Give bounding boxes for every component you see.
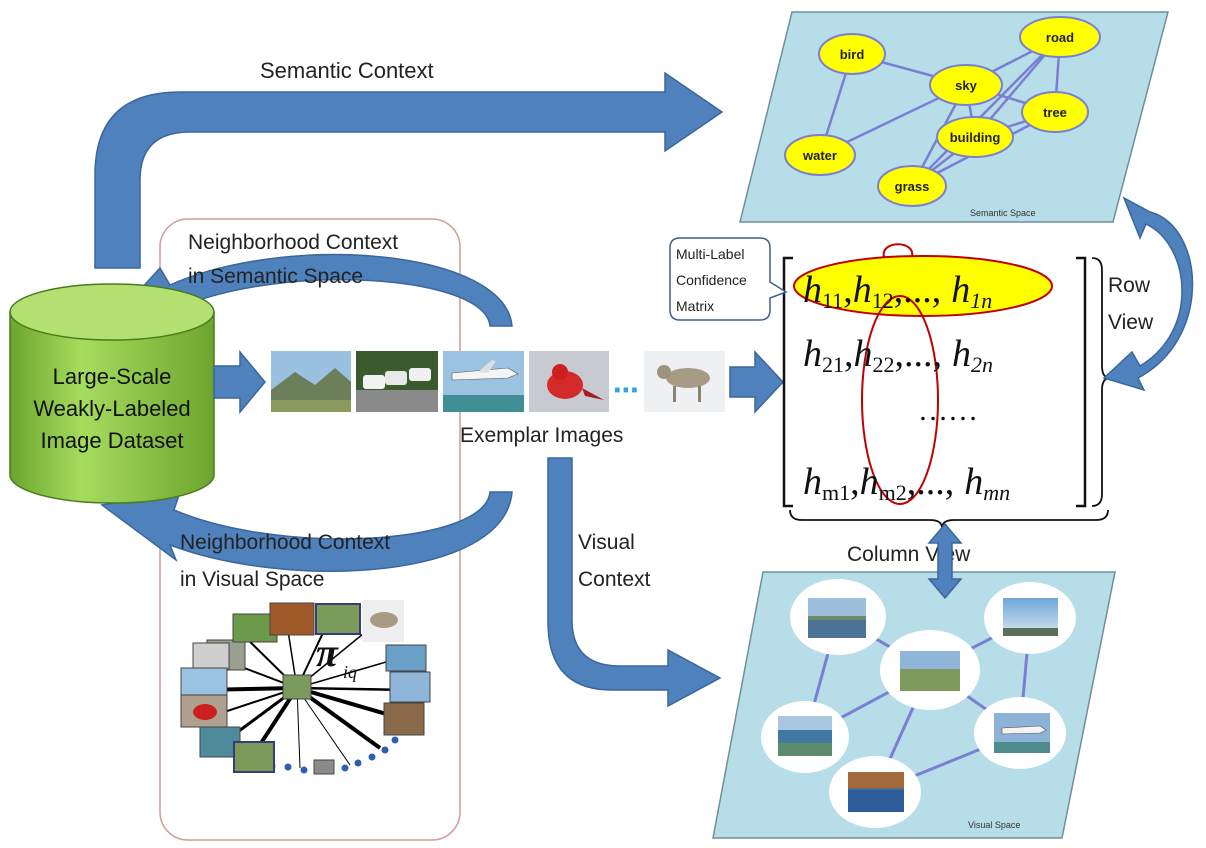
dataset-label-line1: Large-Scale: [53, 364, 172, 389]
neighborhood-semantic-label-line1: Neighborhood Context: [188, 231, 398, 254]
visual-space-panel: Visual Space: [712, 571, 1116, 839]
node-label-building: building: [950, 130, 1001, 145]
visual-node-shore: [761, 701, 849, 773]
matrix-row-2: h21,h22,...,h2n: [803, 333, 993, 377]
matrix-row-ellipsis: ……: [918, 394, 978, 427]
pi-symbol: π: [316, 630, 339, 675]
matrix-row-1: h11,h12,...,h1n: [803, 269, 992, 313]
exemplars-to-matrix-arrow: [729, 350, 785, 414]
semantic-node-water: water: [784, 134, 856, 176]
row-view-arrow: [1102, 196, 1194, 392]
neighborhood-visual-label-line1: Neighborhood Context: [180, 531, 390, 554]
semantic-node-grass: grass: [877, 165, 947, 207]
semantic-node-tree: tree: [1021, 91, 1089, 133]
node-label-sky: sky: [955, 78, 977, 93]
visual-node-lake: [790, 579, 886, 655]
semantic-node-sky: sky: [929, 64, 1003, 106]
row-view-label-line2: View: [1108, 311, 1154, 334]
node-label-water: water: [802, 148, 837, 163]
node-label-grass: grass: [895, 179, 930, 194]
matrix-right-bracket: [1076, 256, 1087, 508]
semantic-space-caption: Semantic Space: [970, 208, 1036, 218]
exemplar-images-label: Exemplar Images: [460, 424, 623, 447]
confidence-matrix: h11,h12,...,h1n h21,h22,...,h2n …… hm1,h…: [782, 243, 1111, 529]
neighborhood-wheel: π iq: [180, 600, 431, 775]
column-view-brace: [789, 509, 1109, 529]
callout-line2: Confidence: [676, 272, 747, 288]
neighborhood-semantic-label-line2: in Semantic Space: [188, 265, 363, 288]
visual-context-label-line2: Context: [578, 568, 651, 591]
column-view-arrow: [927, 522, 963, 600]
visual-context-label-line1: Visual: [578, 531, 635, 554]
visual-node-field: [880, 630, 980, 710]
exemplar-ellipsis: ⋯: [613, 375, 639, 405]
confidence-matrix-callout: Multi-Label Confidence Matrix: [669, 237, 788, 321]
neighborhood-visual-label-line2: in Visual Space: [180, 568, 324, 591]
visual-space-caption: Visual Space: [968, 820, 1020, 830]
exemplar-image-bird: [529, 351, 609, 412]
dataset-label-line3: Image Dataset: [40, 428, 183, 453]
node-label-road: road: [1046, 30, 1074, 45]
row-view-label-line1: Row: [1108, 274, 1151, 297]
dataset-label-line2: Weakly-Labeled: [33, 396, 190, 421]
semantic-space-panel: bird road sky tree building water grass …: [739, 11, 1169, 223]
semantic-context-arrow: [94, 71, 724, 269]
node-label-tree: tree: [1043, 105, 1067, 120]
exemplar-image-cars: [356, 351, 438, 412]
visual-node-pond: [829, 756, 921, 828]
neighborhood-visual-arrow: [100, 491, 513, 572]
matrix-row-m: hm1,hm2,...,hmn: [803, 461, 1010, 505]
callout-line1: Multi-Label: [676, 246, 744, 262]
pi-subscript: iq: [343, 662, 357, 682]
semantic-node-road: road: [1019, 16, 1101, 58]
semantic-context-label: Semantic Context: [260, 58, 434, 83]
node-label-bird: bird: [840, 47, 865, 62]
callout-line3: Matrix: [676, 298, 714, 314]
semantic-node-bird: bird: [818, 33, 886, 75]
dataset-to-exemplars-arrow: [213, 349, 266, 415]
visual-node-airplane: [974, 697, 1066, 769]
exemplar-image-airplane: [443, 351, 524, 412]
exemplar-image-coyote: [644, 351, 725, 412]
visual-context-arrow: [547, 457, 722, 708]
matrix-left-bracket: [782, 256, 793, 508]
visual-node-sky: [984, 582, 1076, 654]
exemplar-image-mountain: [271, 351, 351, 412]
column-highlight-ellipse: [861, 295, 939, 505]
dataset-cylinder: Large-Scale Weakly-Labeled Image Dataset: [9, 283, 215, 504]
semantic-node-building: building: [936, 116, 1014, 158]
